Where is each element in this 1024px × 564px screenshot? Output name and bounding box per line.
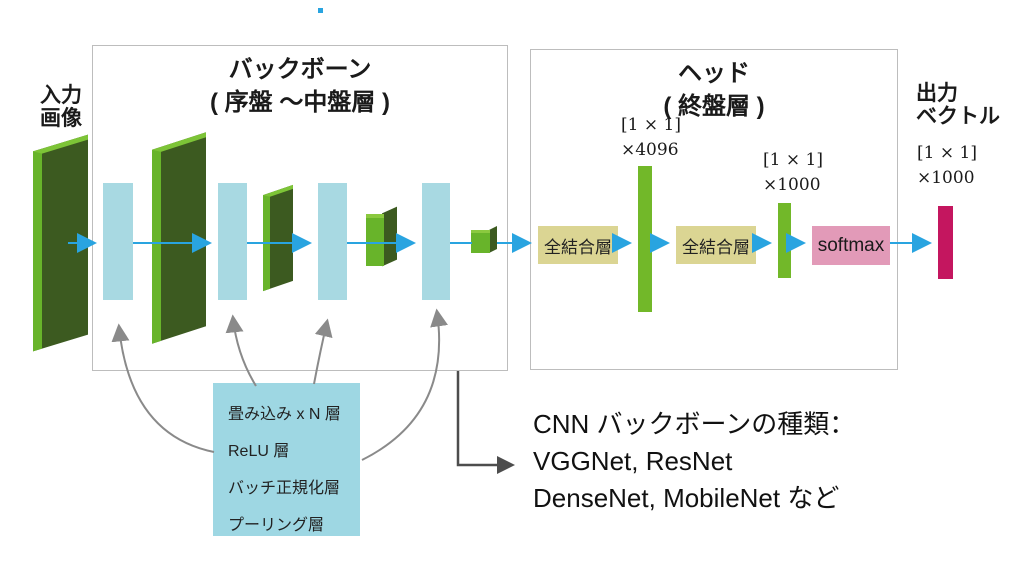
head-title-line1: ヘッド [678, 60, 750, 87]
callout-line-pooling: プーリング層 [228, 517, 325, 534]
feature-map-cube-2 [471, 230, 490, 253]
input-image-slab [33, 134, 88, 352]
note-elbow-arrowhead [497, 456, 515, 474]
note-elbow-line [456, 371, 498, 467]
feature-map-slab-2 [263, 184, 293, 292]
callout-line-batchnorm: バッチ正規化層 [228, 480, 341, 497]
output-dim-label: [1 × 1] ×1000 [917, 141, 977, 191]
head-title-line2: ( 終盤層 ) [663, 93, 765, 120]
input-label-line1: 入力 [40, 84, 82, 107]
fc-bar-4096 [638, 166, 652, 312]
input-label: 入力 画像 [40, 84, 82, 130]
feature-map-cube-1 [366, 214, 384, 266]
feature-map-cube-2-side [489, 226, 497, 253]
note-text: CNN バックボーンの種類： VGGNet, ResNet DenseNet, … [533, 406, 855, 517]
head-box: ヘッド ( 終盤層 ) [530, 49, 898, 370]
fc-bar1-dim-line2: ×4096 [621, 140, 679, 160]
fc-bar2-dim-line2: ×1000 [763, 175, 821, 195]
fc-bar1-dim-line1: [1 × 1] [621, 115, 681, 135]
callout-line-relu: ReLU 層 [228, 443, 290, 460]
feature-map-cube-1-side [382, 206, 397, 267]
callout-box: 畳み込み x N 層 ReLU 層 バッチ正規化層 プーリング層 [213, 383, 360, 536]
fc-bar2-dim-label: [1 × 1] ×1000 [763, 148, 823, 198]
note-elbow-arrow [456, 371, 515, 474]
feature-map-slab-1 [152, 132, 206, 344]
output-label-line1: 出力 [916, 82, 958, 105]
softmax-box: softmax [812, 226, 890, 265]
fc-bar2-dim-line1: [1 × 1] [763, 150, 823, 170]
fc-layer-2: 全結合層 [676, 226, 756, 264]
note-line3: DenseNet, MobileNet など [533, 483, 840, 513]
backbone-title-line1: バックボーン [228, 56, 372, 83]
pooling-rect-2 [218, 183, 247, 300]
note-line2: VGGNet, ResNet [533, 446, 733, 476]
pooling-rect-4 [422, 183, 450, 300]
pooling-rect-1 [103, 183, 133, 300]
note-line1: CNN バックボーンの種類： [533, 409, 856, 439]
pooling-rect-3 [318, 183, 347, 300]
output-vector-bar [938, 206, 953, 279]
input-label-line2: 画像 [40, 107, 82, 130]
fc-bar1-dim-label: [1 × 1] ×4096 [621, 113, 681, 163]
output-label: 出力 ベクトル [916, 82, 1000, 128]
callout-line-conv: 畳み込み x N 層 [228, 406, 341, 423]
stray-blue-dot [318, 8, 323, 13]
fc-bar-1000 [778, 203, 791, 278]
output-label-line2: ベクトル [916, 105, 1000, 128]
fc-layer-1: 全結合層 [538, 226, 618, 264]
output-dim-line1: [1 × 1] [917, 143, 977, 163]
backbone-box: バックボーン ( 序盤 〜中盤層 ) [92, 45, 508, 371]
output-dim-line2: ×1000 [917, 168, 975, 188]
backbone-title-line2: ( 序盤 〜中盤層 ) [210, 89, 390, 116]
